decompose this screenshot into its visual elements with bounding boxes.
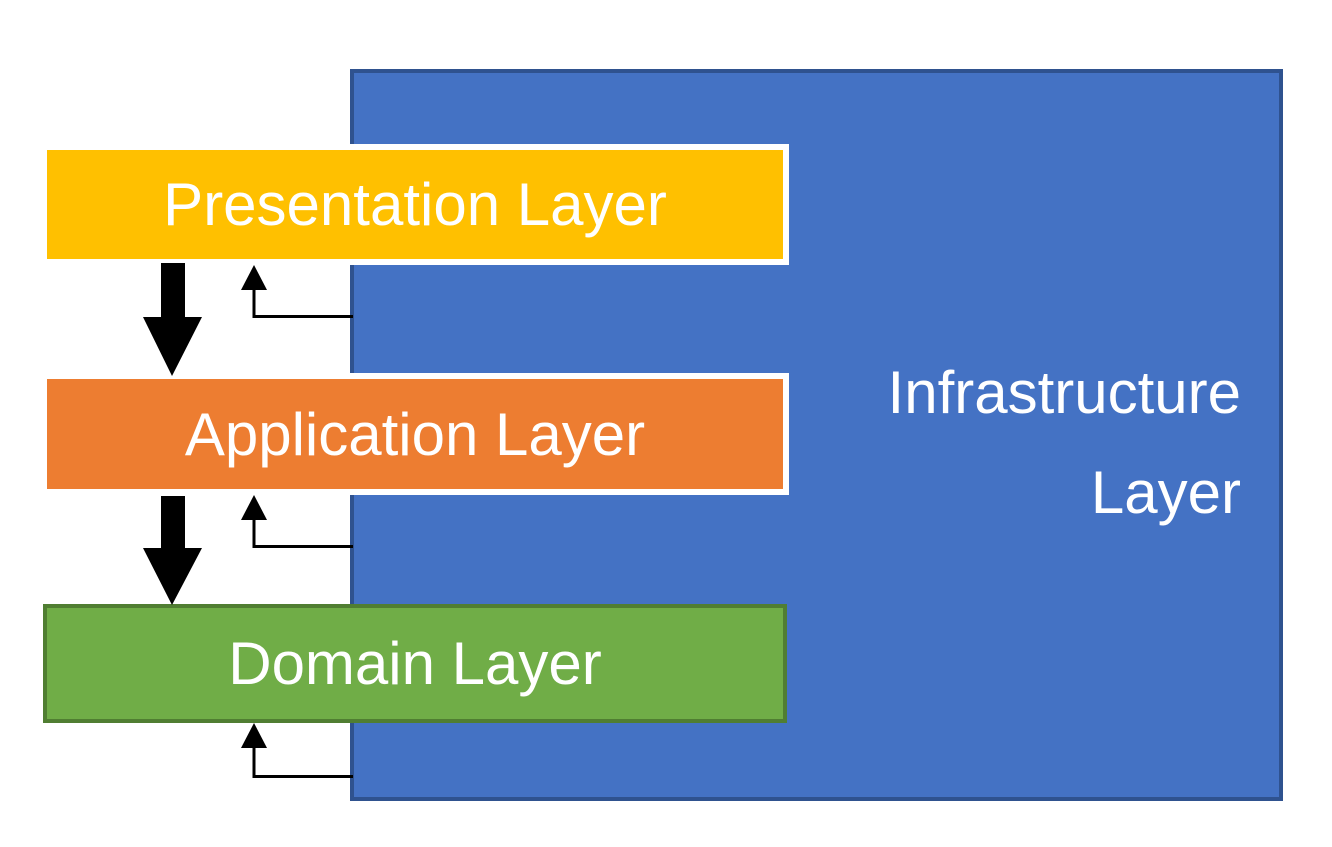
- thick-down-arrow-presentation-to-application-icon: [143, 263, 202, 376]
- domain-layer-box: Domain Layer: [43, 604, 787, 723]
- application-layer-label: Application Layer: [184, 400, 646, 468]
- presentation-layer-box: Presentation Layer: [41, 144, 789, 265]
- thick-down-arrow-application-to-domain-icon: [143, 496, 202, 605]
- application-layer-box: Application Layer: [41, 373, 789, 495]
- thin-up-elbow-arrow-infrastructure-to-domain-icon: [241, 723, 353, 778]
- thin-up-elbow-arrow-infrastructure-to-presentation-icon: [241, 265, 353, 318]
- infrastructure-label-line2: Layer: [1090, 459, 1241, 526]
- infrastructure-label-line1: Infrastructure: [887, 359, 1241, 426]
- domain-layer-label: Domain Layer: [228, 630, 602, 697]
- presentation-layer-label: Presentation Layer: [163, 171, 667, 238]
- infrastructure-layer-label: Infrastructure Layer: [888, 343, 1241, 543]
- thin-up-elbow-arrow-infrastructure-to-application-icon: [241, 495, 353, 548]
